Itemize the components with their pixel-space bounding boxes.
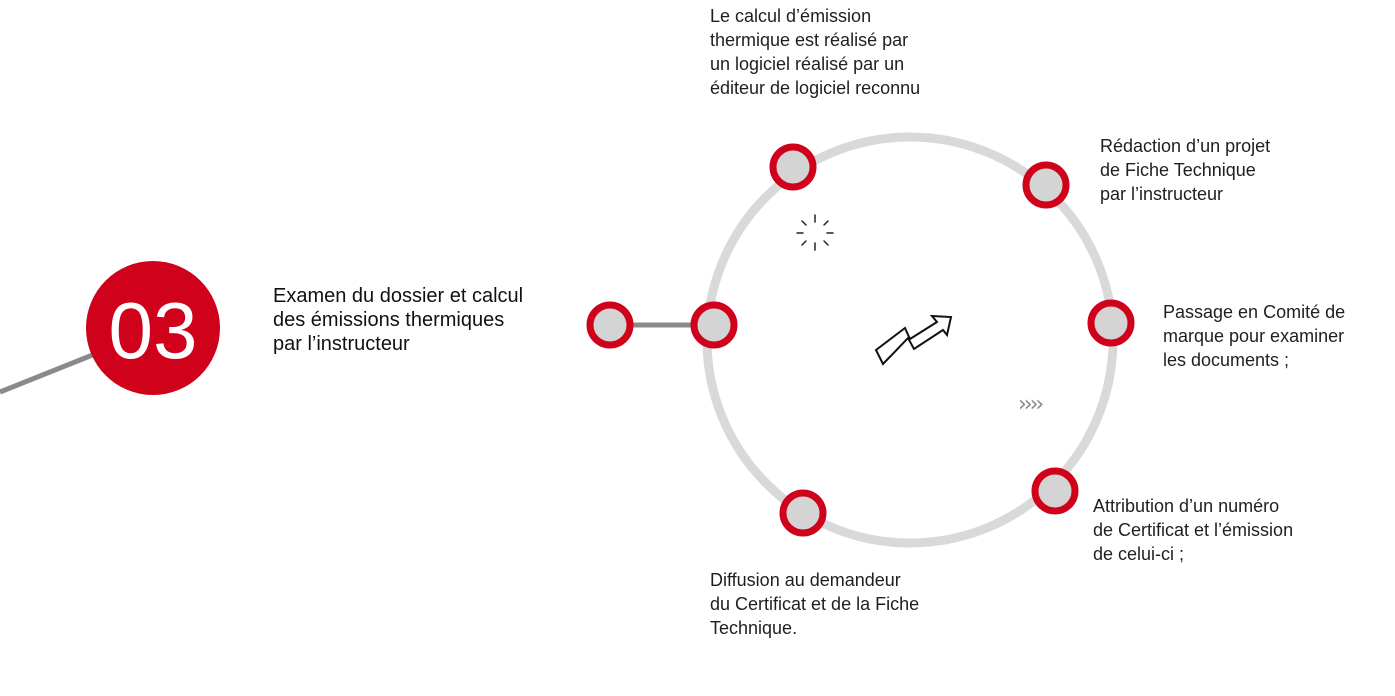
connector-line-left <box>0 349 101 395</box>
node-top-left <box>769 143 817 191</box>
node-right <box>1087 299 1135 347</box>
node-label-bottom-left: Diffusion au demandeur du Certificat et … <box>710 570 920 638</box>
node-label-bottom-right: Attribution d’un numéro de Certificat et… <box>1093 496 1294 564</box>
trend-arrow-icon <box>874 314 953 366</box>
node-top-right <box>1022 161 1070 209</box>
sparkle-icon <box>796 214 834 251</box>
step-badge <box>86 261 220 395</box>
node-bottom-left <box>779 489 827 537</box>
chevrons-icon: ›››› <box>1018 392 1043 417</box>
node-bottom-right <box>1031 467 1079 515</box>
step-title: Examen du dossier et calcul des émission… <box>273 285 524 355</box>
node-label-top-left: Le calcul d’émission thermique est réali… <box>710 6 921 98</box>
node-left <box>690 301 738 349</box>
node-label-top-right: Rédaction d’un projet de Fiche Technique… <box>1100 136 1271 204</box>
node-entry <box>586 301 634 349</box>
node-label-right: Passage en Comité de marque pour examine… <box>1163 302 1346 370</box>
step-number: 03 <box>109 286 198 375</box>
